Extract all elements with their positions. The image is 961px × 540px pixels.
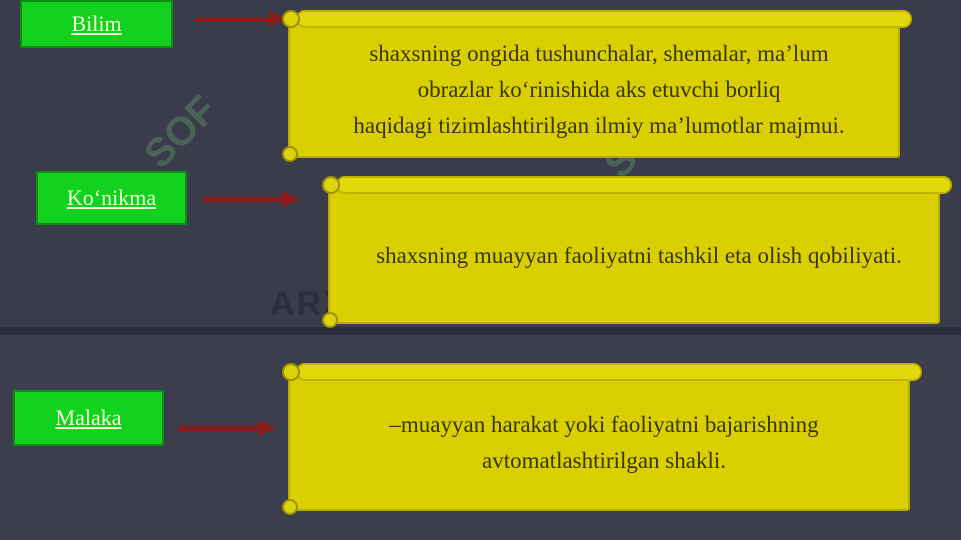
scroll-curl-icon [322, 176, 340, 194]
panel-divider [0, 327, 961, 335]
definition-text-konikma: shaxsning muayyan faoliyatni tashkil eta… [376, 243, 902, 268]
arrow-right-icon [203, 191, 300, 207]
arrow-right-icon [195, 11, 287, 27]
arrow-right-icon [178, 420, 276, 436]
definition-text-bilim: shaxsning ongida tushunchalar, shemalar,… [353, 41, 845, 138]
scroll-curl-icon [282, 363, 300, 381]
definition-text-malaka: –muayyan harakat yoki faoliyatni bajaris… [389, 412, 819, 473]
definition-scroll-konikma: shaxsning muayyan faoliyatni tashkil eta… [322, 176, 952, 328]
definition-scroll-bilim: shaxsning ongida tushunchalar, shemalar,… [282, 10, 912, 162]
scroll-curl-icon [322, 312, 338, 328]
term-bilim-button[interactable]: Bilim [20, 0, 173, 48]
term-malaka-button[interactable]: Malaka [13, 390, 164, 446]
term-konikma-button[interactable]: Ko‘nikma [36, 171, 187, 225]
definition-scroll-malaka: –muayyan harakat yoki faoliyatni bajaris… [282, 363, 922, 515]
scroll-curl-icon [282, 10, 300, 28]
scroll-curl-icon [282, 499, 298, 515]
scroll-curl-icon [282, 146, 298, 162]
